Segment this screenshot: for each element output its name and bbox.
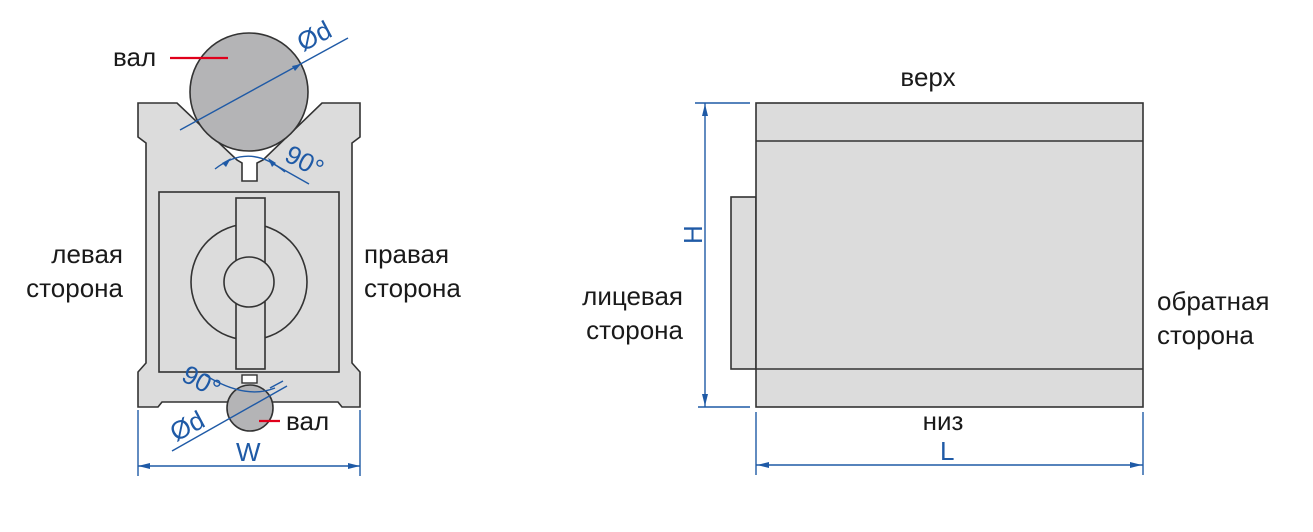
shaft-label-bottom: вал [286, 406, 329, 436]
arrow [138, 463, 150, 469]
switch-hub [223, 256, 275, 308]
angle-ext-line [269, 161, 310, 185]
arrow [1130, 462, 1142, 468]
block-side [755, 102, 1144, 408]
arrow [348, 463, 360, 469]
arrow [702, 394, 708, 406]
angle-arc-bottom [204, 374, 276, 393]
shaft-label-top: вал [113, 42, 156, 72]
arrow [268, 158, 276, 167]
bottom-notch [241, 374, 258, 384]
diameter-label-top: Ød [292, 15, 337, 58]
width-label: W [236, 437, 261, 467]
arrow [222, 158, 231, 167]
height-label: H [678, 225, 708, 244]
diameter-label-bottom: Ød [165, 405, 210, 448]
bottom-label: низ [923, 406, 964, 436]
length-label: L [940, 436, 954, 466]
shaft-bottom [226, 384, 274, 432]
diameter-tick [269, 380, 284, 389]
diameter-line-bottom [171, 385, 288, 452]
switch-knob-side [730, 196, 757, 370]
arrow [292, 64, 301, 71]
arrow [702, 104, 708, 116]
arrow [757, 462, 769, 468]
diameter-line-top [179, 37, 349, 131]
top-label: верх [900, 62, 955, 92]
